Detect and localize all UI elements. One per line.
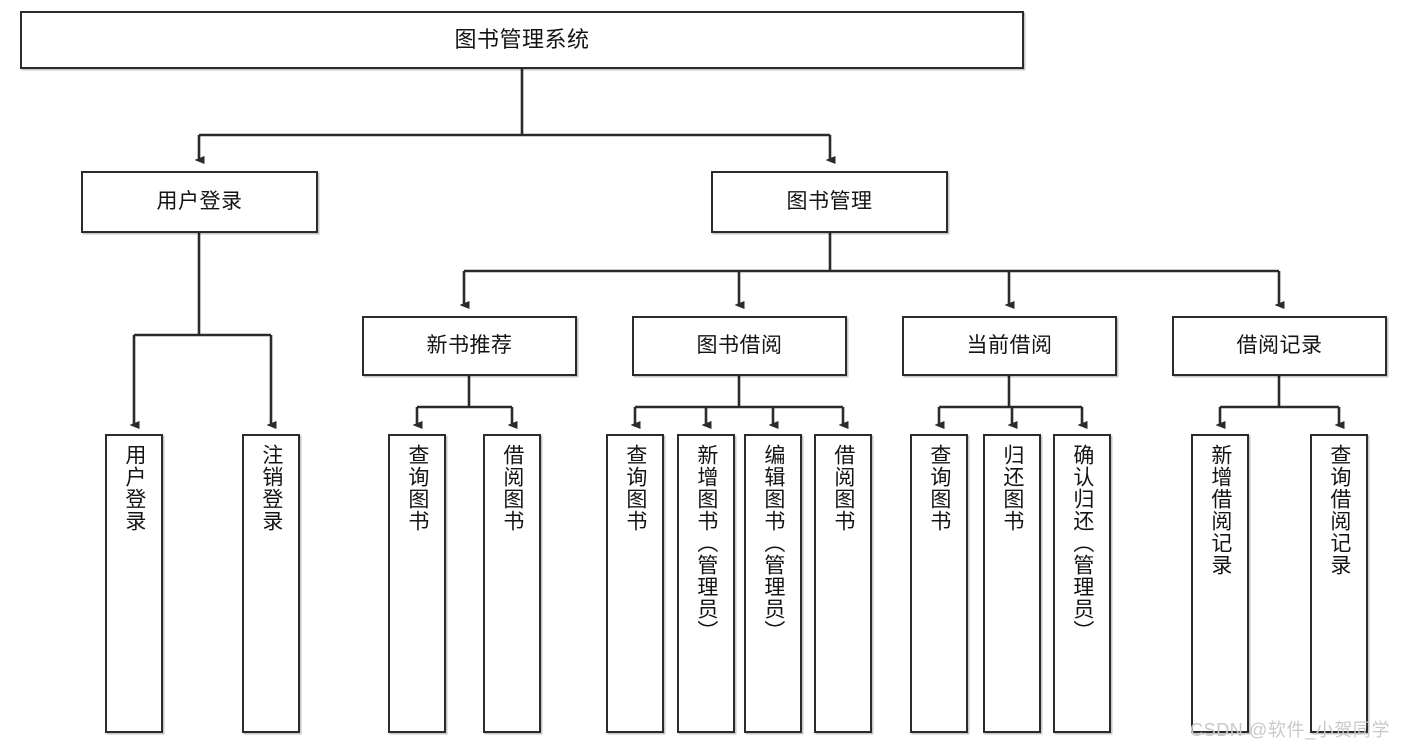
node-leaf-borrow-book-1[interactable]: 借阅图书 xyxy=(483,434,541,733)
node-leaf-return-book[interactable]: 归还图书 xyxy=(983,434,1041,733)
node-leaf-logout-login[interactable]: 注销登录 xyxy=(242,434,300,733)
node-label: 图书借阅 xyxy=(696,333,783,357)
node-new-book-recommend[interactable]: 新书推荐 xyxy=(362,316,577,376)
node-label: 确认归还（管理员） xyxy=(1070,444,1094,642)
node-leaf-confirm-return-admin[interactable]: 确认归还（管理员） xyxy=(1053,434,1111,733)
node-label: 新增图书（管理员） xyxy=(694,444,718,642)
node-book-manage[interactable]: 图书管理 xyxy=(711,171,948,233)
node-label: 借阅图书 xyxy=(500,444,524,532)
node-leaf-query-book-2[interactable]: 查询图书 xyxy=(606,434,664,733)
node-leaf-user-login[interactable]: 用户登录 xyxy=(105,434,163,733)
node-label: 查询图书 xyxy=(623,444,647,532)
node-leaf-add-book-admin[interactable]: 新增图书（管理员） xyxy=(677,434,735,733)
node-borrow-record[interactable]: 借阅记录 xyxy=(1172,316,1387,376)
node-label: 借阅图书 xyxy=(831,444,855,532)
node-label: 查询借阅记录 xyxy=(1327,444,1351,576)
node-label: 图书管理系统 xyxy=(454,27,590,53)
node-leaf-query-borrow-record[interactable]: 查询借阅记录 xyxy=(1310,434,1368,733)
node-leaf-query-book-1[interactable]: 查询图书 xyxy=(388,434,446,733)
node-root-book-management-system[interactable]: 图书管理系统 xyxy=(20,11,1024,69)
node-label: 查询图书 xyxy=(405,444,429,532)
node-label: 新书推荐 xyxy=(426,333,513,357)
csdn-watermark: CSDN @软件_小贺同学 xyxy=(1190,720,1391,740)
node-user-login[interactable]: 用户登录 xyxy=(81,171,318,233)
node-label: 查询图书 xyxy=(927,444,951,532)
node-label: 编辑图书（管理员） xyxy=(761,444,785,642)
node-leaf-edit-book-admin[interactable]: 编辑图书（管理员） xyxy=(744,434,802,733)
node-label: 归还图书 xyxy=(1000,444,1024,532)
node-label: 图书管理 xyxy=(786,189,873,213)
node-leaf-query-book-3[interactable]: 查询图书 xyxy=(910,434,968,733)
node-book-borrow[interactable]: 图书借阅 xyxy=(632,316,847,376)
node-current-borrow[interactable]: 当前借阅 xyxy=(902,316,1117,376)
node-label: 借阅记录 xyxy=(1236,333,1323,357)
node-label: 当前借阅 xyxy=(966,333,1053,357)
node-label: 用户登录 xyxy=(156,189,243,213)
node-label: 用户登录 xyxy=(122,444,146,532)
node-label: 注销登录 xyxy=(259,444,283,532)
node-leaf-borrow-book-2[interactable]: 借阅图书 xyxy=(814,434,872,733)
node-label: 新增借阅记录 xyxy=(1208,444,1232,576)
node-leaf-add-borrow-record[interactable]: 新增借阅记录 xyxy=(1191,434,1249,733)
